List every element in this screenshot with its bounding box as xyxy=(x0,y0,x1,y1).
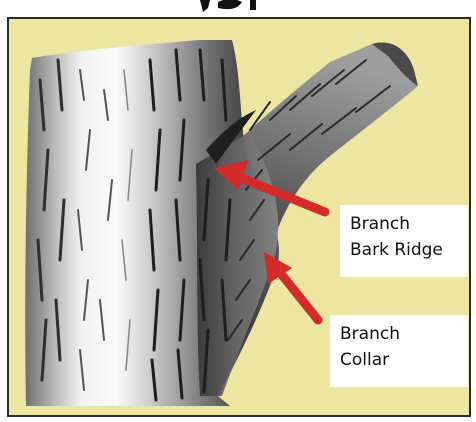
bark-ridge-label-line1: Branch xyxy=(350,211,456,237)
bark-ridge-label-line2: Bark Ridge xyxy=(350,237,456,263)
clipped-title-fragment xyxy=(200,0,256,12)
collar-label: Branch Collar xyxy=(330,315,468,387)
collar-label-line1: Branch xyxy=(340,321,456,347)
bark-ridge-label: Branch Bark Ridge xyxy=(340,205,468,277)
collar-label-line2: Collar xyxy=(340,347,456,373)
